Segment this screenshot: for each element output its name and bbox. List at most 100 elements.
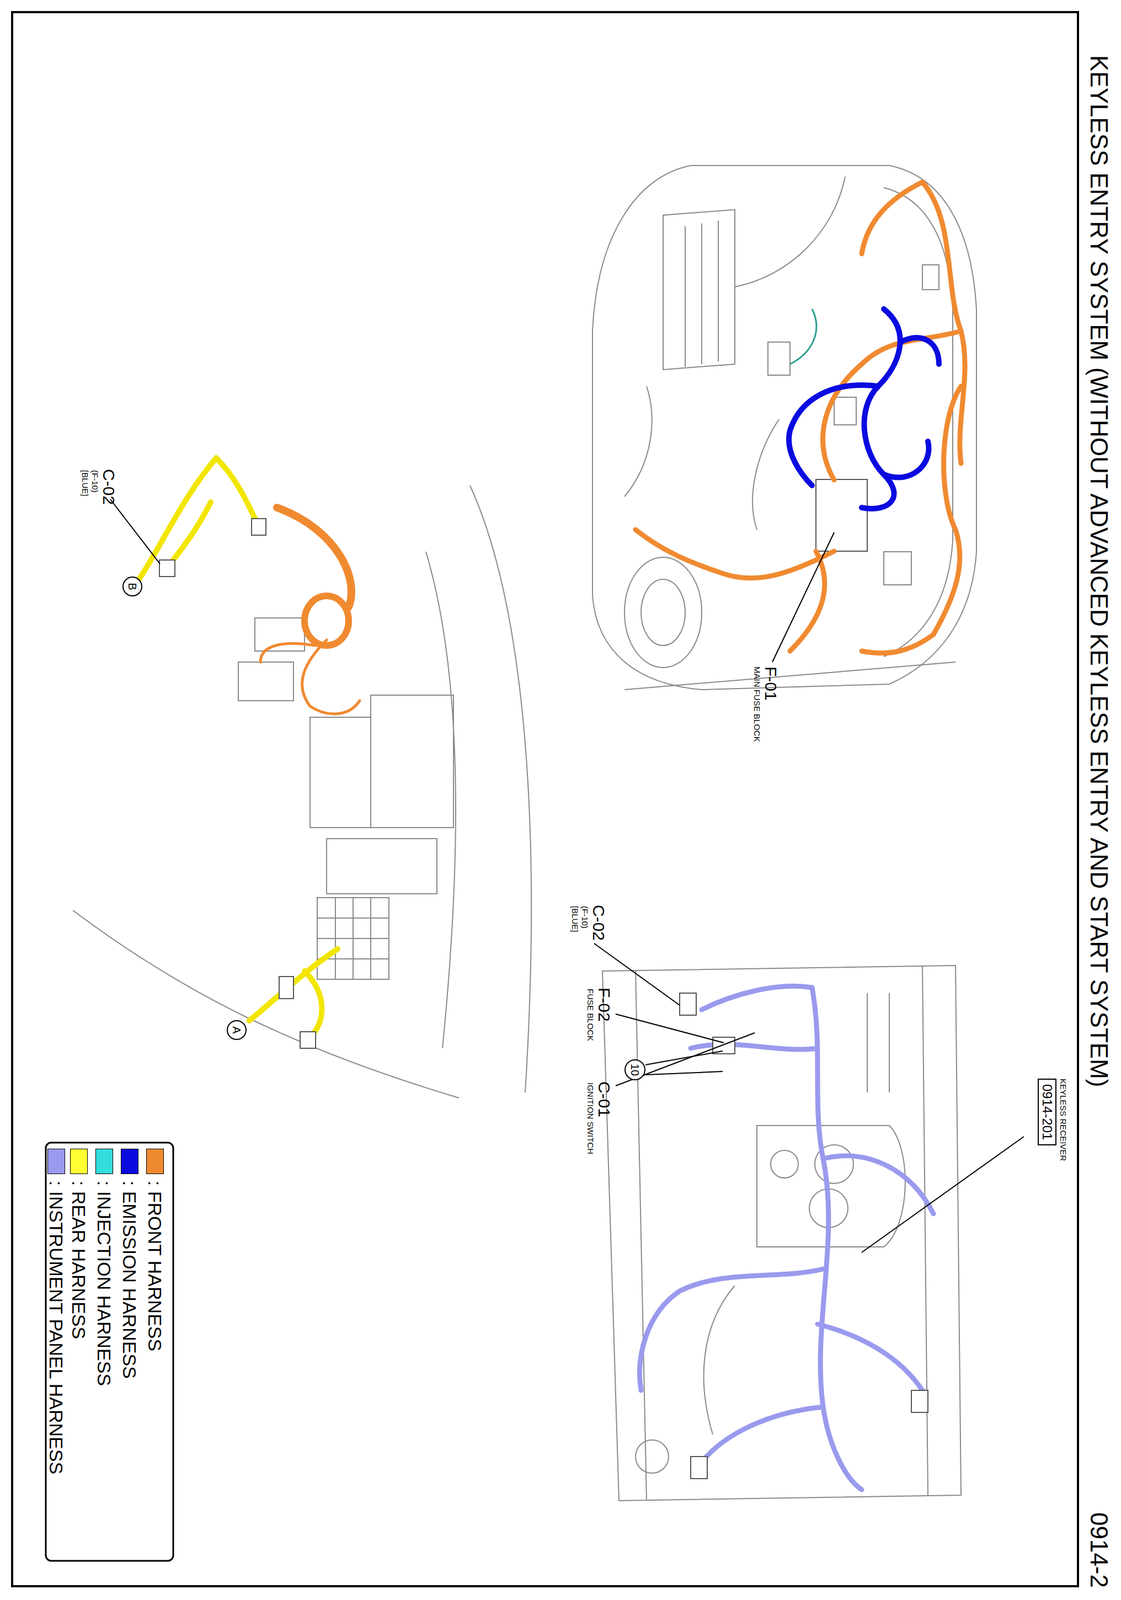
drawing-rect (12, 12, 1078, 1587)
drawing-path (615, 1032, 755, 1086)
drawing-path (772, 532, 835, 663)
legend-row: : INJECTION HARNESS (93, 1148, 116, 1386)
drawing-rect (815, 479, 868, 552)
drawing-path (592, 165, 977, 690)
drawing-rect (326, 838, 437, 894)
drawing-path (734, 176, 846, 287)
connector-code: F-02 (595, 987, 614, 1022)
legend-text: : EMISSION HARNESS (119, 1180, 141, 1379)
legend-row: : FRONT HARNESS (143, 1148, 167, 1352)
legend-row: : INSTRUMENT PANEL HARNESS (45, 1148, 68, 1475)
drawing-g (788, 308, 939, 509)
drawing-circle (770, 1150, 799, 1178)
drawing-path (883, 441, 930, 478)
drawing-path (701, 985, 813, 1010)
legend-text: : REAR HARNESS (68, 1180, 90, 1339)
drawing-path (752, 419, 779, 530)
drawing-path (635, 965, 928, 1501)
drawing-path (685, 220, 719, 367)
legend-text: : INJECTION HARNESS (93, 1180, 116, 1386)
drawing-rect (690, 1456, 708, 1479)
drawing-path (624, 662, 956, 690)
legend-row: : EMISSION HARNESS (118, 1148, 141, 1379)
drawing-g (139, 457, 338, 1038)
drawing-g (592, 165, 977, 690)
callout-circle: 10 (624, 1059, 646, 1081)
part-number-box: 0914-201 (1037, 1078, 1057, 1146)
legend-text: : FRONT HARNESS (144, 1180, 167, 1352)
part-name: IGNITION SWITCH (585, 1082, 596, 1155)
drawing-path (883, 187, 953, 657)
drawing-path (645, 1050, 723, 1075)
drawing-ellipse (304, 595, 349, 646)
drawing-g (260, 507, 360, 714)
drawing-rect (310, 717, 371, 828)
legend-swatch (47, 1148, 66, 1174)
drawing-g (635, 182, 965, 654)
drawing-path (789, 308, 817, 365)
drawing-path (615, 1013, 724, 1043)
drawing-path (470, 485, 532, 1093)
drawing-rect (159, 559, 175, 577)
drawing-path (425, 551, 456, 1049)
drawing-path (302, 639, 360, 714)
drawing-path (260, 643, 316, 663)
drawing-path (861, 182, 923, 254)
page-number: 0914-2 (1085, 1512, 1113, 1588)
receiver-callout: KEYLESS RECEIVER0914-201 (1037, 1078, 1069, 1161)
drawing-path (166, 502, 211, 569)
drawing-g (159, 518, 316, 1049)
drawing-path (861, 1136, 1024, 1253)
connector-color: [BLUE] (80, 470, 90, 497)
drawing-rect (883, 551, 912, 585)
drawing-path (823, 331, 962, 480)
drawing-path (900, 337, 939, 365)
drawing-path (861, 634, 934, 654)
sheet-title: KEYLESS ENTRY SYSTEM (WITHOUT ADVANCED K… (1085, 55, 1113, 1087)
drawing-ellipse (624, 557, 702, 668)
drawing-path (72, 910, 459, 1098)
part-name: KEYLESS RECEIVER (1058, 1078, 1069, 1161)
drawing-rect (254, 617, 305, 651)
part-name: MAIN FUSE BLOCK (752, 666, 762, 743)
drawing-path (756, 1125, 906, 1247)
drawing-path (922, 182, 965, 464)
drawing-path (817, 1324, 923, 1391)
drawing-path (867, 993, 890, 1093)
drawing-rect (922, 264, 939, 290)
drawing-rect (279, 976, 294, 999)
connector-code: C-02 (589, 904, 608, 941)
drawing-path (663, 209, 735, 370)
drawing-path (701, 1406, 824, 1462)
drawing-path (788, 385, 879, 486)
drawing-path (823, 1155, 934, 1214)
legend-swatch (70, 1148, 88, 1174)
legend-swatch (95, 1148, 114, 1174)
callout-letter: 10 (628, 1063, 642, 1076)
drawing-rect (45, 1142, 174, 1561)
legend-swatch (146, 1148, 164, 1174)
drawing-rect (300, 1031, 316, 1049)
drawing-path (812, 987, 862, 1490)
drawing-circle (635, 1439, 669, 1473)
drawing-path (635, 529, 835, 579)
drawing-path (110, 499, 160, 564)
drawing-path (304, 970, 322, 1038)
drawing-rect (317, 897, 389, 980)
drawing-g (679, 993, 928, 1479)
drawing-path (933, 386, 962, 635)
drawing-g (639, 985, 934, 1490)
drawing-path (789, 551, 825, 651)
drawing-path (602, 965, 962, 1501)
connector-code: F-01 (761, 666, 781, 701)
part-name: FUSE BLOCK (585, 988, 596, 1042)
drawing-path (690, 1044, 818, 1050)
drawing-rect (370, 695, 454, 828)
drawing-path (639, 1268, 824, 1391)
drawing-g (602, 965, 962, 1501)
callout-letter: B (126, 582, 140, 590)
drawing-rect (251, 518, 266, 536)
